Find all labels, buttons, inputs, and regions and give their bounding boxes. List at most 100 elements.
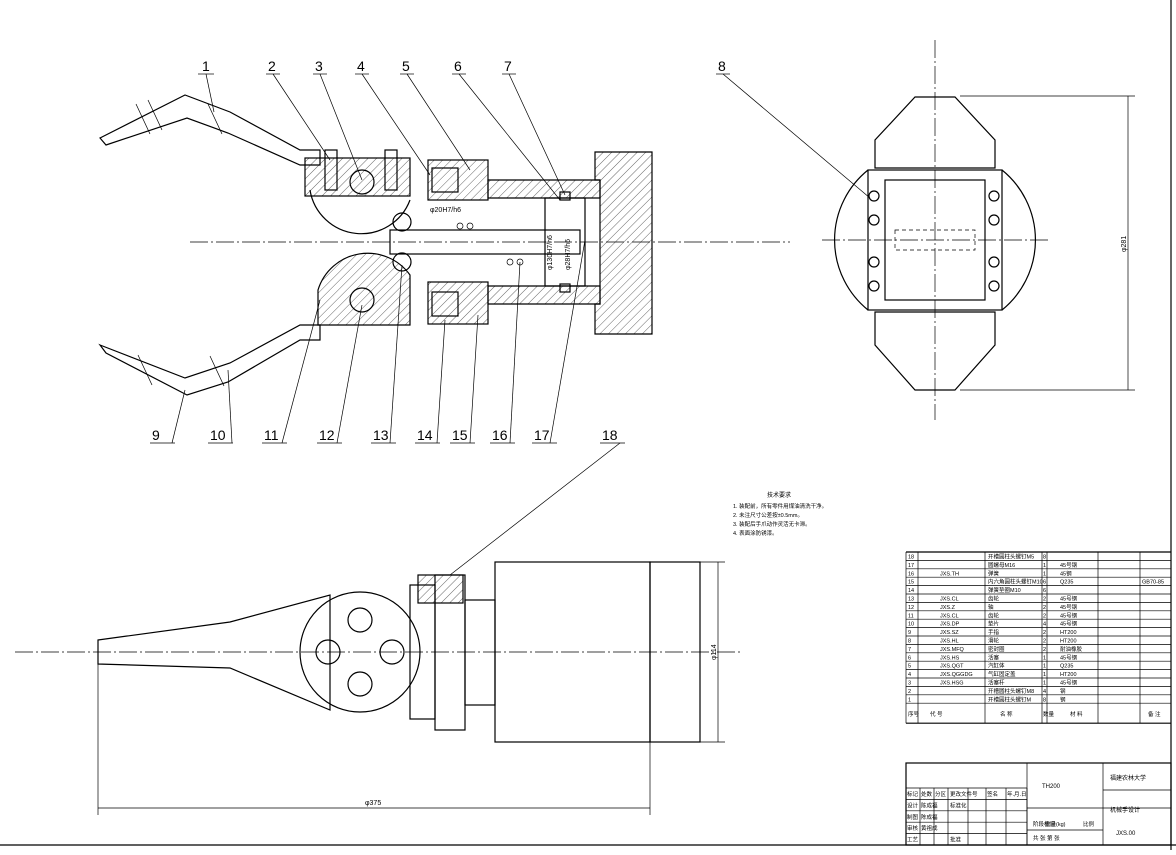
callout-14: 14 [417,427,433,443]
cylinder-wall-bottom [487,285,601,305]
top-end [649,561,701,743]
title-block: 标记处数分区更改文件号签名年.月.日设计陈成福标准化制图陈成福审核黄祖成工艺批准… [905,762,1172,846]
upper-roller [392,212,412,232]
bom-qty: 2 [1043,597,1046,603]
callout-12: 12 [319,427,335,443]
bom-name: 气缸固定盖 [988,670,1016,678]
callout-10: 10 [210,427,226,443]
callout-4: 4 [357,58,365,74]
fit-label-b: φ130H7/h6 [547,235,554,270]
side-bottom-jaw [874,311,996,391]
side-view: φ281 [822,40,1135,420]
side-bolt [868,256,880,268]
callout-5: 5 [402,58,410,74]
tb-cell: 工艺 [907,837,919,844]
bom-code: JXS.TH [940,571,959,577]
bom-no: 9 [908,630,911,636]
upper-gear-arc [309,189,411,235]
bom-name: 垫片 [988,620,999,628]
top-screw-section [417,574,464,604]
tb-cell: 黄祖成 [921,824,938,832]
notes-line-4: 4. 表面涂防锈漆。 [733,529,778,537]
bom-name: 活塞 [988,653,1000,661]
bom-code: JXS.SZ [940,630,959,636]
school-name: 福建农林大学 [1110,774,1146,782]
bom-material: 45号钢 [1060,603,1078,611]
top-finger [97,594,331,711]
bom-name: 活塞杆 [988,679,1005,687]
bom-no: 3 [908,681,911,687]
bom-no: 5 [908,664,911,670]
bom-no: 2 [908,689,911,695]
top-gear-disc [299,591,421,713]
bom-name: 轴 [988,603,994,611]
bom-no: 11 [908,613,914,619]
notes-line-3: 3. 装配后手爪动作灵活无卡滞。 [733,520,811,528]
bom-name: 弹簧垫圈M10 [988,586,1021,594]
bom-material: 耐油橡胶 [1060,645,1083,653]
spring-coil [506,258,514,266]
callout-18: 18 [602,427,618,443]
callouts-top: 1 2 3 4 5 6 7 8 [198,58,871,201]
callouts-bottom: 9 10 11 12 13 14 15 16 17 18 [150,239,625,576]
callout-8: 8 [718,58,726,74]
callout-9: 9 [152,427,160,443]
bom-qty: 6 [1043,580,1046,586]
bom-material: 45钢 [1060,569,1072,577]
bom-material: 45号钢 [1060,595,1078,603]
upper-finger [99,94,321,166]
finger-mark [137,354,153,386]
callout-1: 1 [202,58,210,74]
tb-cell: 审核 [907,824,919,832]
seal-bottom [559,283,571,293]
bom-qty: 1 [1043,664,1046,670]
tb-cell: 年.月.日 [1007,790,1027,798]
bom-header-code: 代 号 [930,710,943,718]
dim-114: φ114 [711,644,718,660]
bom-no: 15 [908,580,914,586]
bom-name: 手指 [988,628,1000,636]
side-rod [894,229,976,251]
bom-code: JXS.CL [940,613,959,619]
tb-cell: 批准 [950,836,962,844]
lower-finger [98,324,321,396]
bom-no: 16 [908,571,914,577]
piston-rod [389,229,581,255]
drawing-number: JXS.00 [1116,831,1136,837]
bom-qty: 6 [1043,588,1046,594]
lower-pin [349,287,375,313]
bom-name: 圆螺母M16 [988,561,1015,569]
bom-code: JXS.HSG [940,681,964,687]
bom-qty: 2 [1043,647,1046,653]
bom-name: 弹簧 [988,569,1000,577]
end-flange [594,151,653,335]
callout-13: 13 [373,427,389,443]
bom-name: 汽缸体 [988,662,1005,670]
bom-qty: 1 [1043,655,1046,661]
bom-code: JXS.QGT [940,664,964,670]
bom-material: HT200 [1060,639,1077,645]
bom-header-no: 序号 [908,710,920,718]
bom-header-material: 材 料 [1070,710,1083,718]
bom-code: JXS.MFQ [940,647,965,653]
bom-material: 45号钢 [1060,620,1078,628]
bom-material: 钢 [1060,687,1066,695]
bom-name: 滑轮 [988,637,1000,645]
tb-cell: 签名 [987,790,998,798]
top-hole [347,671,373,697]
side-bolt [988,280,1000,292]
bom-qty: 2 [1043,639,1046,645]
bom-name: 齿轮 [988,595,1000,603]
callout-15: 15 [452,427,468,443]
tb-cell: 陈成福 [921,813,938,821]
scale-label: 比例 [1083,820,1095,828]
side-bolt [868,190,880,202]
bom-material: 45号钢 [1060,653,1078,661]
bom-no: 18 [908,555,914,561]
bom-name: 开槽圆柱头螺钉M8 [988,687,1034,695]
bom-qty: 2 [1043,613,1046,619]
cap-bolt-bottom [431,291,459,317]
bom-name: 开槽圆柱头螺钉M5 [988,553,1034,561]
